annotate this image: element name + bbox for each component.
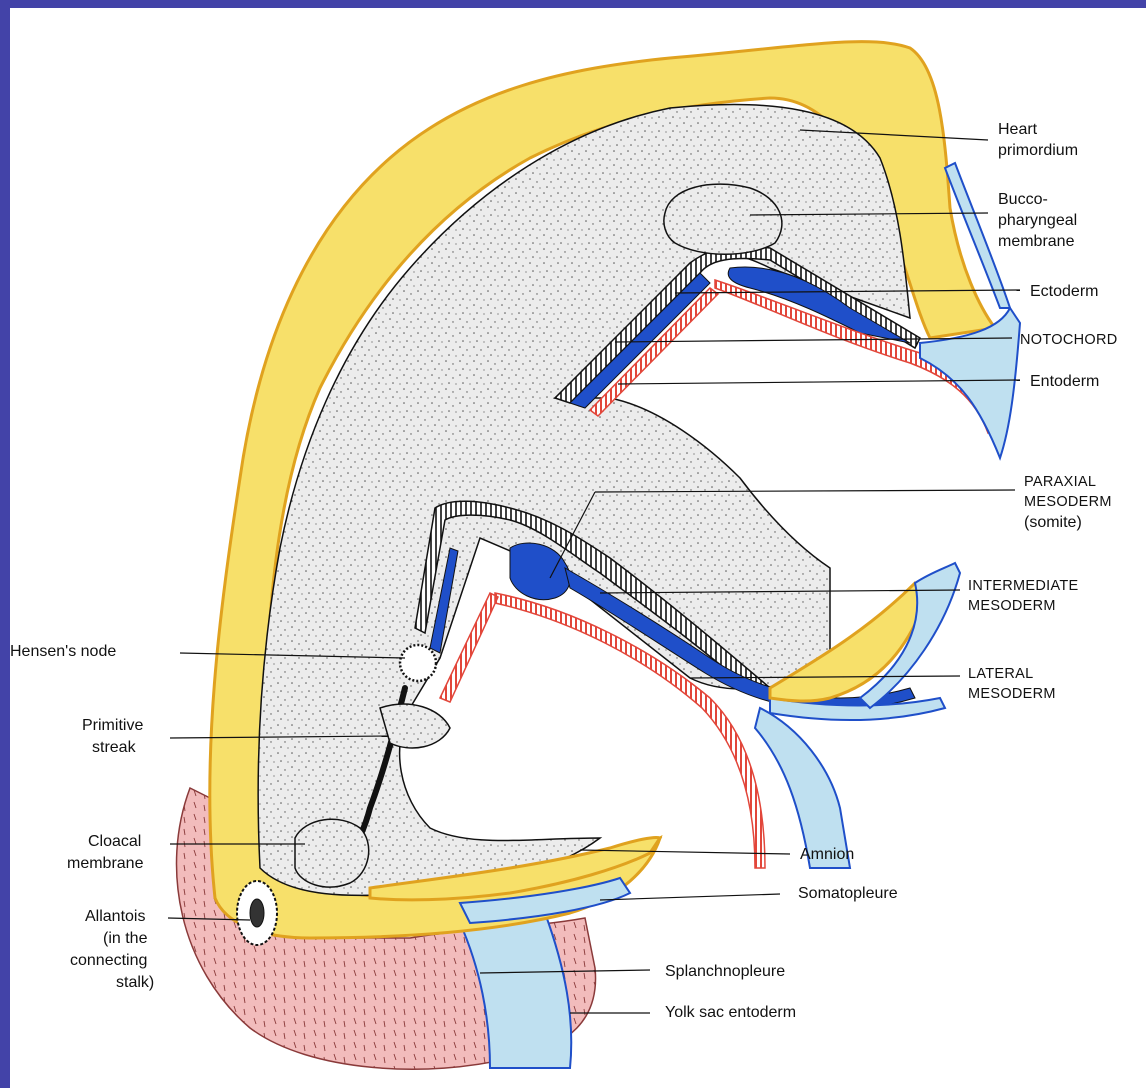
- buccopharyngeal-membrane-shape: [664, 184, 782, 254]
- posterior-bulge: [380, 704, 450, 748]
- label-lateral-line2: MESODERM: [968, 686, 1056, 702]
- label-entoderm-text: Entoderm: [1030, 373, 1099, 390]
- diagram-canvas: Heart primordium Bucco- pharyngeal membr…: [10, 8, 1146, 1088]
- label-somatopleure: Somatopleure: [600, 885, 898, 902]
- label-primitive-line2: streak: [92, 739, 137, 756]
- label-splanchnopleure-text: Splanchnopleure: [665, 963, 785, 980]
- label-amnion-text: Amnion: [800, 846, 854, 863]
- hensens-node-ring: [400, 645, 436, 681]
- label-intermediate-line2: MESODERM: [968, 598, 1056, 614]
- label-allantois-line1: Allantois: [85, 908, 145, 925]
- label-entoderm: Entoderm: [618, 373, 1099, 390]
- label-bucco-line2: pharyngeal: [998, 212, 1077, 229]
- label-bucco-line3: membrane: [998, 233, 1075, 250]
- allantois-core: [250, 899, 264, 927]
- cloacal-membrane-shape: [295, 819, 369, 887]
- label-bucco-line1: Bucco-: [998, 191, 1048, 208]
- label-hensens-text: Hensen's node: [10, 643, 116, 660]
- label-lateral-line1: LATERAL: [968, 666, 1034, 682]
- label-cloacal-line2: membrane: [67, 855, 144, 872]
- label-yolk-sac-text: Yolk sac entoderm: [665, 1004, 796, 1021]
- label-yolk-sac: Yolk sac entoderm: [570, 1004, 796, 1021]
- label-somatopleure-text: Somatopleure: [798, 885, 898, 902]
- label-heart-line2: primordium: [998, 142, 1078, 159]
- label-paraxial-line1: PARAXIAL: [1024, 474, 1096, 490]
- label-heart-line1: Heart: [998, 121, 1038, 138]
- label-primitive-line1: Primitive: [82, 717, 143, 734]
- lateral-amnion-fold: [755, 698, 945, 868]
- label-notochord-text: NOTOCHORD: [1020, 332, 1118, 348]
- label-paraxial-line3: (somite): [1024, 514, 1082, 531]
- label-intermediate-line1: INTERMEDIATE: [968, 578, 1079, 594]
- label-paraxial-line2: MESODERM: [1024, 494, 1112, 510]
- label-allantois-line4: stalk): [116, 974, 154, 991]
- label-allantois-line3: connecting: [70, 952, 147, 969]
- label-allantois-line2: (in the: [103, 930, 148, 947]
- embryo-diagram: Heart primordium Bucco- pharyngeal membr…: [10, 8, 1146, 1088]
- label-cloacal-line1: Cloacal: [88, 833, 141, 850]
- label-ectoderm-text: Ectoderm: [1030, 283, 1098, 300]
